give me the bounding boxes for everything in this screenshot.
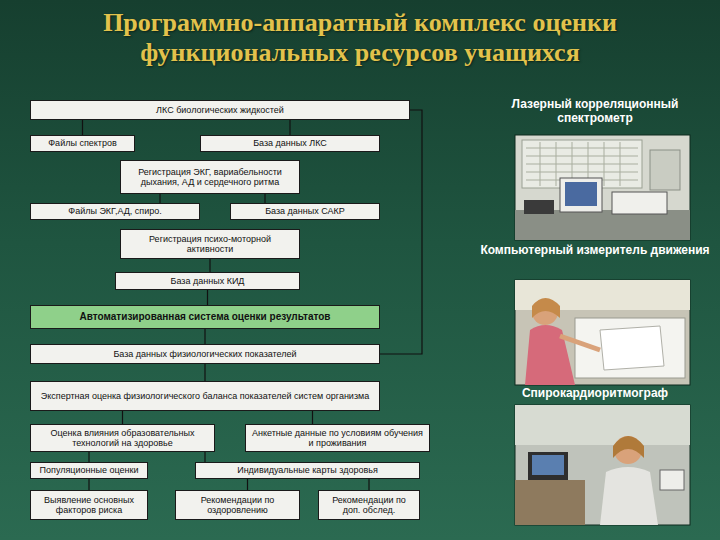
box-text: Рекомендации по оздоровлению [180,495,295,516]
box-text: База данных ЛКС [205,138,375,148]
process-box: Экспертная оценка физиологического балан… [30,381,380,411]
connector-line [204,452,205,462]
monitor [660,470,684,490]
box-text: ЛКС биологических жидкостей [35,105,405,115]
pupil-body [600,467,658,525]
spectrometer-photo [515,135,690,240]
box-text: Файлы спектров [35,138,130,148]
box-text: Рекомендации по доп. обслед. [323,495,415,516]
device-box [524,200,554,214]
hair [532,298,560,318]
spiro-photo [515,405,690,525]
process-box: Анкетные данные по условиям обучения и п… [245,424,430,452]
device-caption: Лазерный корреляционный спектрометр [480,97,710,126]
process-box: Рекомендации по доп. обслед. [318,490,420,520]
box-text: Популяционные оценки [35,465,143,475]
connector-line [88,479,89,490]
connector-line [289,120,290,135]
device-caption: Спирокардиоритмограф [480,386,710,400]
box-text: Регистрация психо-моторной активности [125,234,295,255]
connector-line [209,259,210,272]
box-text: Экспертная оценка физиологического балан… [35,391,375,401]
process-box: Оценка влияния образовательных технологи… [30,424,215,452]
connector-line [82,120,83,135]
connector-line [207,290,208,305]
process-box: Индивидуальные карты здоровья [195,462,420,479]
connector-line [204,329,205,344]
process-box: Популяционные оценки [30,462,148,479]
hair [613,436,644,458]
box-text: Анкетные данные по условиям обучения и п… [250,428,425,449]
box-text: Индивидуальные карты здоровья [200,465,415,475]
connector-line [247,479,248,490]
box-text: База данных КИД [120,276,295,286]
sheet [600,326,664,370]
process-box: ЛКС биологических жидкостей [30,100,410,120]
pupil-body [525,325,575,385]
arm [560,336,600,350]
process-box: База данных физиологических показателей [30,344,380,364]
connector-line [312,411,313,424]
photo-frame [515,280,690,385]
system-box: Автоматизированная система оценки резуль… [30,305,380,329]
process-box: База данных ЛКС [200,135,380,152]
box-text: База данных САКР [235,206,375,216]
box-text: База данных физиологических показателей [35,349,375,359]
connector-line [204,364,205,381]
cabinet [650,150,680,190]
connector-line [380,110,422,354]
monitor [560,178,602,212]
device-caption: Компьютерный измеритель движения [480,243,710,257]
process-box: Файлы спектров [30,135,135,152]
connector-line [122,411,123,424]
box-text: Выявление основных факторов риска [35,495,143,516]
slide-title: Программно-аппаратный комплекс оценки фу… [40,8,680,68]
process-box: Файлы ЭКГ,АД, спиро. [30,203,200,220]
wall [515,405,690,445]
process-box: Рекомендации по оздоровлению [175,490,300,520]
box-text: Файлы ЭКГ,АД, спиро. [35,206,195,216]
screen [565,182,597,206]
connector-line [159,194,160,203]
spectrometer-unit [612,192,667,214]
process-box: База данных САКР [230,203,380,220]
process-box: Выявление основных факторов риска [30,490,148,520]
box-text: Автоматизированная система оценки резуль… [35,311,375,323]
photo-frame [515,135,690,240]
box-text: Оценка влияния образовательных технологи… [35,428,210,449]
process-box: Регистрация ЭКГ, вариабельности дыхания,… [120,160,300,194]
laptop-screen [532,455,564,475]
photo-frame [515,405,690,525]
process-box: База данных КИД [115,272,300,290]
laptop [528,452,568,480]
box-text: Регистрация ЭКГ, вариабельности дыхания,… [125,167,295,188]
connector-line [264,194,265,203]
process-box: Регистрация психо-моторной активности [120,229,300,259]
table [515,480,585,525]
connector-line [368,479,369,490]
motion-meter-photo [515,280,690,385]
connector-line [88,452,89,462]
